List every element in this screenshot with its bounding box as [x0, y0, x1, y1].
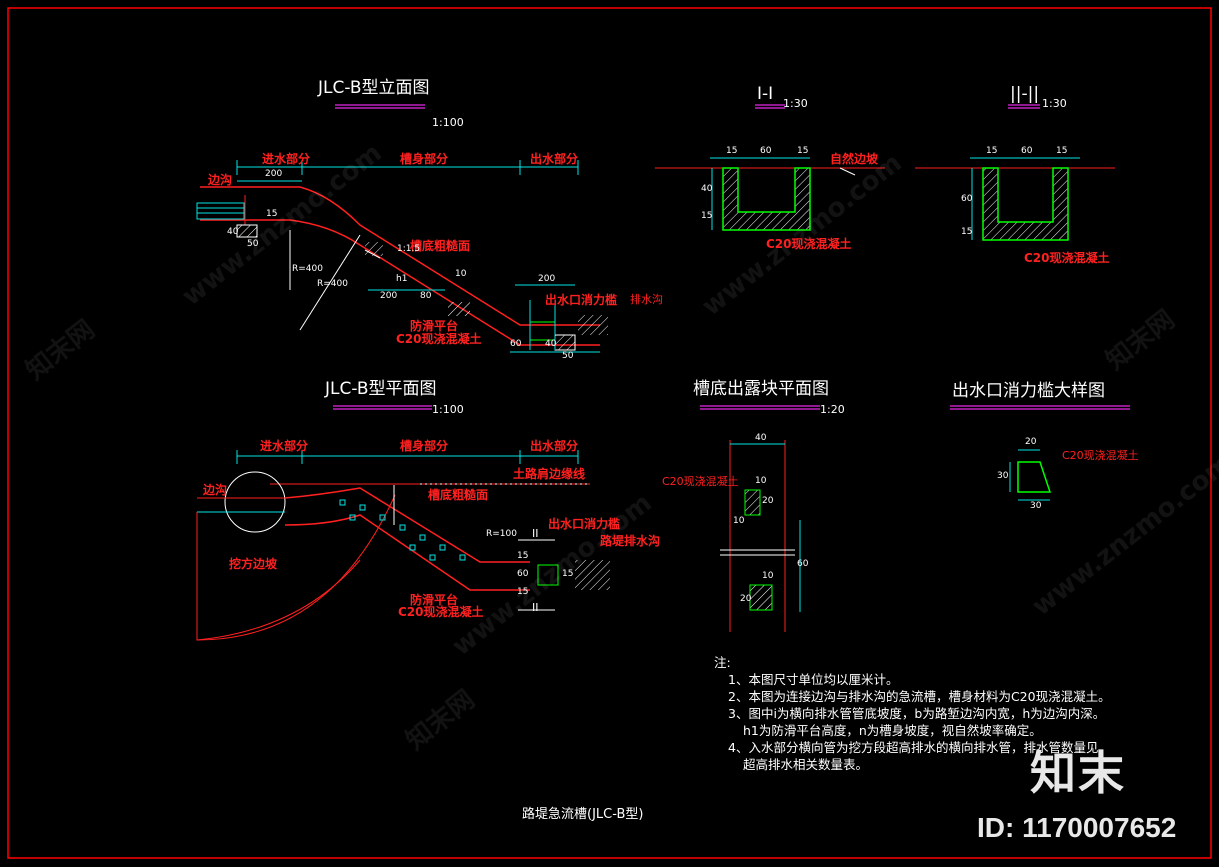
- basin-dim: 30: [997, 471, 1009, 481]
- plan-dim: 15: [562, 569, 574, 579]
- sec1-dim: 40: [701, 184, 713, 194]
- block-dim: 20: [762, 496, 774, 506]
- notes-heading: 注:: [714, 655, 731, 670]
- sec1-dim: 15: [797, 146, 809, 156]
- sec1-dim: 15: [701, 211, 713, 221]
- section1-scale: 1:30: [783, 97, 808, 110]
- block-plan-title: 槽底出露块平面图: [693, 379, 829, 399]
- basin-detail: [1009, 449, 1052, 501]
- plan-body-label: 槽身部分: [400, 439, 449, 453]
- brand-id: ID: 1170007652: [977, 812, 1177, 843]
- plan-outlet-label: 出水部分: [530, 439, 579, 453]
- elev-body-label: 槽身部分: [400, 152, 449, 166]
- elev-dim: 40: [227, 227, 239, 237]
- sec2-dim: 15: [986, 146, 998, 156]
- block-dim: 10: [755, 476, 767, 486]
- block-dim: 60: [797, 559, 809, 569]
- elev-dim: 200: [538, 274, 556, 284]
- elevation-scale: 1:100: [432, 116, 464, 129]
- elev-dim: 40: [545, 339, 557, 349]
- plan-title: JLC-B型平面图: [325, 379, 437, 399]
- note-line: 1、本图尺寸单位均以厘米计。: [728, 672, 899, 687]
- plan-side-ditch-label: 边沟: [203, 483, 228, 497]
- elev-dim: 80: [420, 291, 432, 301]
- elev-dim: 200: [265, 169, 283, 179]
- elev-dim: h1: [396, 274, 408, 284]
- sec2-dim: 15: [1056, 146, 1068, 156]
- block-plan-scale: 1:20: [820, 403, 845, 416]
- block-dim: 20: [740, 594, 752, 604]
- elev-rough-bottom-label: 槽底粗糙面: [410, 239, 471, 253]
- block-dim: 10: [762, 571, 774, 581]
- sec2-dim: 15: [961, 227, 973, 237]
- note-line: 3、图中i为横向排水管管底坡度，b为路堑边沟内宽，h为边沟内深。: [728, 706, 1106, 721]
- sec2-dim: 60: [961, 194, 973, 204]
- drawing-title: 路堤急流槽(JLC-B型): [522, 807, 644, 822]
- plan-scale: 1:100: [432, 403, 464, 416]
- title-underlines: [333, 104, 1130, 410]
- basin-concrete: C20现浇混凝土: [1062, 449, 1139, 462]
- basin-dim: 20: [1025, 437, 1037, 447]
- sec1-natural-slope: 自然边坡: [830, 152, 879, 166]
- elev-drain-ditch-label: 排水沟: [630, 293, 663, 306]
- block-dim: 40: [755, 433, 767, 443]
- elev-dim: R=400: [292, 264, 323, 274]
- section-1-1: [655, 157, 885, 231]
- section2-scale: 1:30: [1042, 97, 1067, 110]
- plan-dim: 15: [517, 551, 529, 561]
- plan-section-mark: II: [532, 527, 539, 540]
- plan-outlet-basin-label: 出水口消力槛: [548, 517, 621, 531]
- sec2-dim: 60: [1021, 146, 1033, 156]
- drawing-frame: [7, 7, 1212, 859]
- plan-anti-slip-label: 防滑平台: [410, 593, 459, 607]
- elevation-view: [196, 160, 608, 353]
- elev-dim: 1:1.5: [397, 244, 421, 254]
- plan-r100: R=100: [486, 529, 517, 539]
- brand-logo: 知末: [1030, 746, 1126, 800]
- plan-concrete-label: C20现浇混凝土: [398, 605, 484, 619]
- sec1-concrete: C20现浇混凝土: [766, 237, 852, 251]
- basin-dim: 30: [1030, 501, 1042, 511]
- plan-dim: 15: [517, 587, 529, 597]
- block-plan: [720, 440, 801, 632]
- elev-outlet-label: 出水部分: [530, 152, 579, 166]
- elev-concrete-label: C20现浇混凝土: [396, 332, 482, 346]
- elev-anti-slip-label: 防滑平台: [410, 319, 459, 333]
- basin-detail-title: 出水口消力槛大样图: [952, 381, 1105, 401]
- elev-dim: 10: [455, 269, 467, 279]
- plan-dim: 60: [517, 569, 529, 579]
- elev-dim: 15: [266, 209, 278, 219]
- plan-inlet-label: 进水部分: [260, 439, 309, 453]
- elev-dim: R=400: [317, 279, 348, 289]
- plan-cut-slope-label: 挖方边坡: [229, 557, 278, 571]
- block-dim: 10: [733, 516, 745, 526]
- note-line: 2、本图为连接边沟与排水沟的急流槽，槽身材料为C20现浇混凝土。: [728, 689, 1111, 704]
- sec1-dim: 15: [726, 146, 738, 156]
- sec2-concrete: C20现浇混凝土: [1024, 251, 1110, 265]
- elev-dim: 200: [380, 291, 398, 301]
- plan-view: [196, 450, 610, 641]
- note-line: h1为防滑平台高度，n为槽身坡度，视自然坡率确定。: [743, 723, 1042, 738]
- elev-dim: 50: [562, 351, 574, 361]
- plan-section-mark: II: [532, 601, 539, 614]
- plan-rough-bottom-label: 槽底粗糙面: [428, 488, 489, 502]
- elev-dim: 50: [247, 239, 259, 249]
- sec1-dim: 60: [760, 146, 772, 156]
- elev-dim: 60: [510, 339, 522, 349]
- elev-side-ditch-label: 边沟: [208, 173, 233, 187]
- section1-title: I-I: [757, 84, 774, 104]
- block-concrete: C20现浇混凝土: [662, 475, 739, 488]
- elevation-title: JLC-B型立面图: [318, 78, 430, 98]
- note-line: 超高排水相关数量表。: [743, 757, 869, 772]
- section2-title: ||-||: [1010, 84, 1040, 104]
- section-2-2: [915, 157, 1115, 241]
- elev-outlet-basin-label: 出水口消力槛: [545, 293, 618, 307]
- elev-inlet-label: 进水部分: [262, 152, 311, 166]
- plan-shoulder-label: 土路肩边缘线: [513, 467, 586, 481]
- note-line: 4、入水部分横向管为挖方段超高排水的横向排水管，排水管数量见: [728, 740, 1099, 755]
- plan-embankment-ditch-label: 路堤排水沟: [600, 534, 661, 548]
